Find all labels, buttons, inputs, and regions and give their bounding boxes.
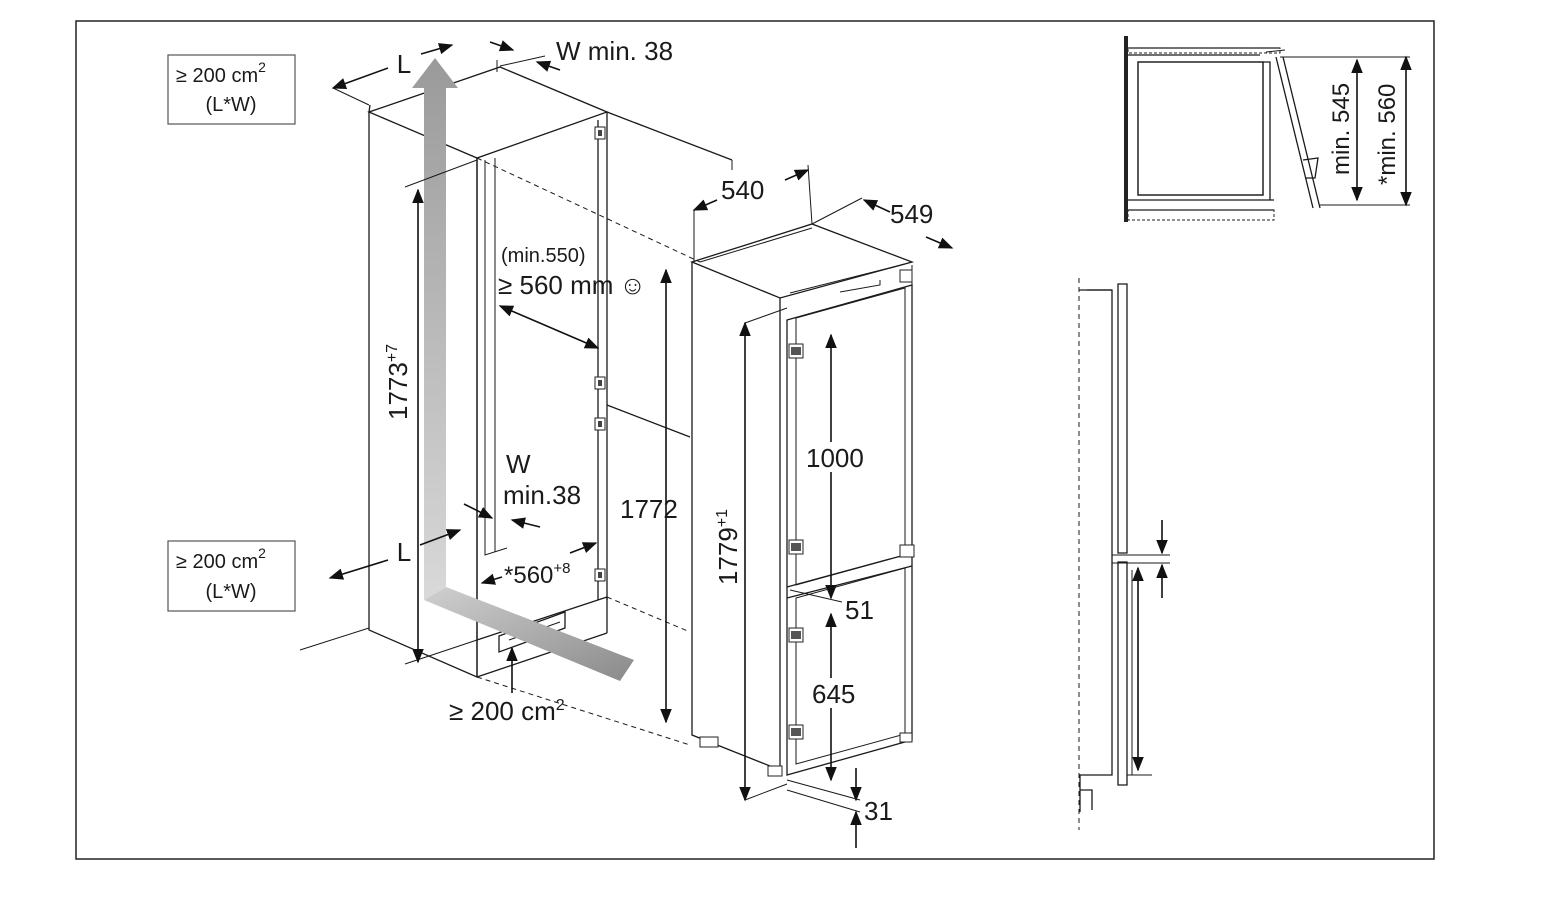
- dim-L-bottom: L: [328, 529, 462, 580]
- svg-text:W min. 38: W min. 38: [556, 36, 673, 66]
- dim-645: 645: [810, 612, 862, 782]
- svg-text:1772: 1772: [620, 494, 678, 524]
- dim-51: 51: [789, 589, 874, 625]
- svg-text:1773+7: 1773+7: [383, 344, 413, 420]
- svg-text:≥ 200 cm2: ≥ 200 cm2: [449, 696, 565, 726]
- svg-text:540: 540: [721, 175, 764, 205]
- svg-text:min. 545: min. 545: [1328, 83, 1355, 175]
- cabinet-hinge-2: [594, 376, 606, 390]
- vent-box-top: ≥ 200 cm2 (L*W): [167, 54, 296, 125]
- svg-text:≥ 560 mm☺: ≥ 560 mm☺: [498, 270, 646, 300]
- svg-text:(L*W): (L*W): [205, 94, 256, 116]
- svg-text:L: L: [397, 537, 411, 567]
- vent-box-bottom: ≥ 200 cm2 (L*W): [167, 540, 296, 612]
- svg-text:31: 31: [864, 796, 893, 826]
- dim-bottom-vent: ≥ 200 cm2: [449, 646, 565, 726]
- cabinet-hinge-3: [594, 417, 606, 431]
- dim-1772: 1772: [620, 268, 678, 724]
- dim-depth: (min.550) ≥ 560 mm☺: [498, 245, 646, 349]
- svg-text:645: 645: [812, 679, 855, 709]
- cabinet-hinge-4: [594, 568, 606, 582]
- cabinet-hinge-1: [594, 126, 606, 140]
- side-view: [1078, 278, 1170, 830]
- diagram-frame: [75, 20, 1435, 860]
- svg-text:(min.550): (min.550): [501, 245, 585, 267]
- svg-text:min.38: min.38: [503, 480, 581, 510]
- svg-text:549: 549: [890, 199, 933, 229]
- svg-text:(L*W): (L*W): [205, 581, 256, 603]
- svg-text:*min. 560: *min. 560: [1374, 84, 1401, 185]
- inset-dim-545: min. 545: [1280, 56, 1363, 206]
- dim-niche-height: 1773+7: [383, 159, 478, 665]
- dim-540: 540: [692, 164, 813, 262]
- dim-L-top: L: [331, 43, 454, 106]
- dim-w-min-mid: W min.38: [463, 449, 581, 529]
- svg-text:≥ 200 cm2: ≥ 200 cm2: [176, 545, 266, 573]
- svg-text:≥ 200 cm2: ≥ 200 cm2: [176, 59, 266, 87]
- inset-top-view: [1124, 36, 1321, 222]
- dim-31: 31: [786, 768, 893, 848]
- cabinet-niche: [299, 66, 733, 746]
- dim-549: 549: [811, 197, 954, 249]
- svg-text:*560+8: *560+8: [504, 560, 571, 589]
- svg-text:W: W: [506, 449, 531, 479]
- dim-niche-width: *560+8: [480, 542, 598, 589]
- svg-text:51: 51: [845, 595, 874, 625]
- dim-w-min-top: W min. 38: [489, 36, 673, 72]
- inset-dim-560: *min. 560: [1362, 55, 1412, 207]
- svg-text:1779+1: 1779+1: [713, 509, 743, 585]
- dim-appliance-height: 1779+1: [713, 307, 788, 802]
- appliance-body: [690, 223, 915, 777]
- airflow-arrows: [412, 58, 634, 681]
- svg-text:L: L: [397, 49, 411, 79]
- dim-1000: 1000: [806, 333, 870, 600]
- svg-text:1000: 1000: [806, 443, 864, 473]
